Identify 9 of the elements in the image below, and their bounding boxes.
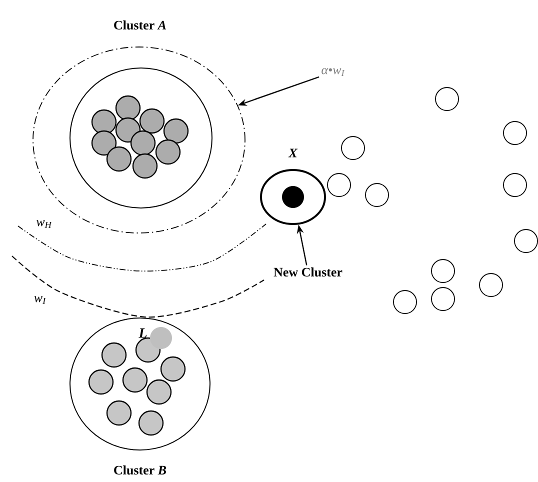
ring-label: α•w$_{I}$ [322,68,345,76]
cluster-heading: Cluster B [114,465,166,475]
curve-label: L [138,328,147,338]
curve-label: w$_{H}$ [36,220,52,228]
curve-label: w$_{I}$ [34,296,46,304]
cluster-heading: X [288,148,298,158]
cluster-heading: Cluster A [114,20,166,30]
cluster-label: New Cluster [274,267,342,277]
boundary-ring [32,46,246,234]
